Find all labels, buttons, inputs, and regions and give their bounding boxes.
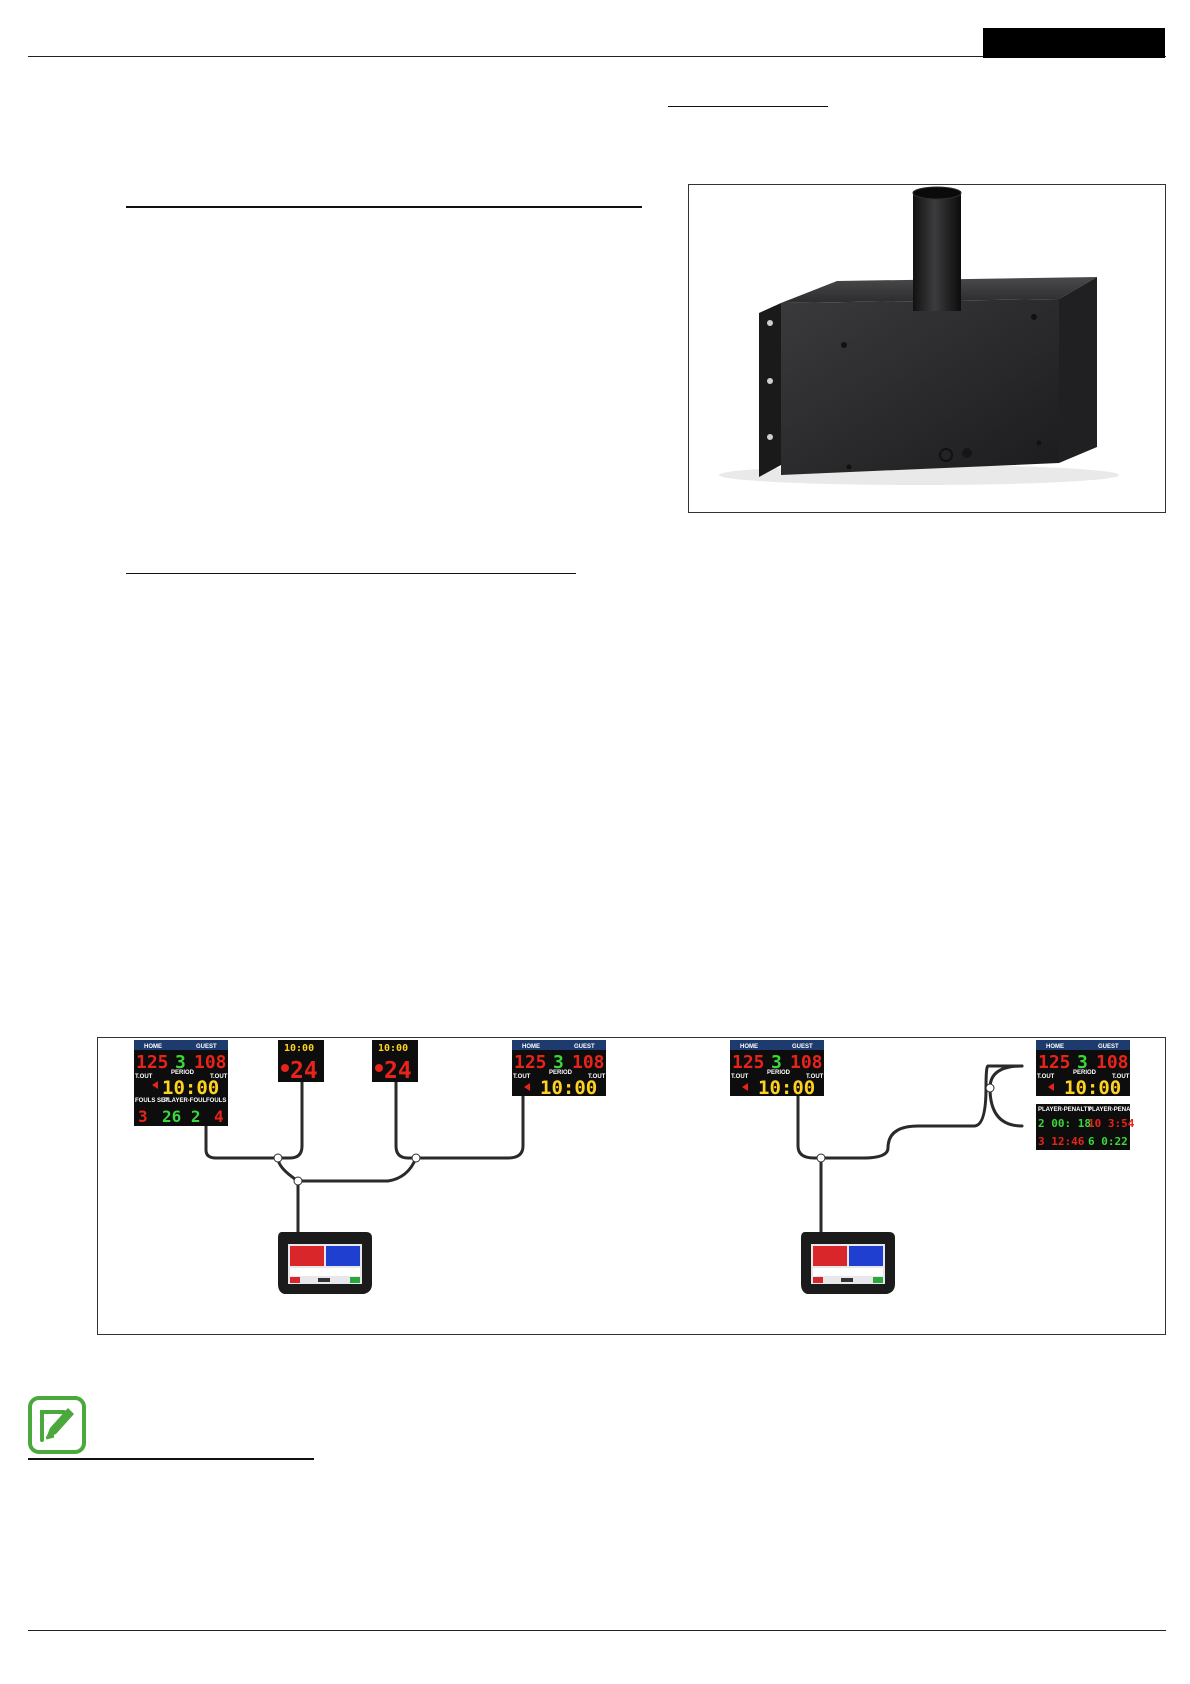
player-foul-label: PLAYER-FOUL xyxy=(164,1098,206,1104)
mounting-box-image xyxy=(719,186,1119,485)
tout-label-right: T.OUT xyxy=(210,1074,228,1080)
guest-label: GUEST xyxy=(792,1044,813,1050)
period-value: 3 xyxy=(1077,1052,1088,1073)
player-foul-value: 26 2 xyxy=(162,1107,201,1126)
tout-label-left: T.OUT xyxy=(1037,1074,1055,1080)
scoreboard-basketball-fouls: HOME GUEST 125 3 108 PERIOD T.OUT T.OUT … xyxy=(134,1040,240,1126)
game-clock: 10:00 xyxy=(162,1077,219,1099)
period-label: PERIOD xyxy=(171,1070,195,1076)
period-label: PERIOD xyxy=(767,1070,791,1076)
home-score: 125 xyxy=(136,1052,169,1073)
period-value: 3 xyxy=(771,1052,782,1073)
period-label: PERIOD xyxy=(549,1070,573,1076)
fouls-set-left: FOULS SET xyxy=(135,1098,169,1104)
home-score: 125 xyxy=(732,1052,765,1073)
diagram-svg: HOME GUEST 125 3 108 PERIOD T.OUT T.OUT … xyxy=(134,1040,1141,1294)
guest-label: GUEST xyxy=(574,1044,595,1050)
shot-clock-1: 10:00 24 xyxy=(278,1040,324,1084)
shot-clock-1-time: 10:00 xyxy=(284,1043,314,1054)
control-console-2 xyxy=(801,1232,895,1294)
game-clock: 10:00 xyxy=(1064,1077,1121,1099)
home-label: HOME xyxy=(522,1044,540,1050)
header-rule xyxy=(28,56,1166,57)
penalty-row2-left: 3 12:46 xyxy=(1038,1135,1085,1148)
shot-clock-2-time: 10:00 xyxy=(378,1043,408,1054)
heading-underline-right xyxy=(668,106,828,107)
shot-clock-2-value: 24 xyxy=(384,1058,412,1084)
home-label: HOME xyxy=(1046,1044,1064,1050)
shot-clock-2: 10:00 24 xyxy=(372,1040,418,1084)
guest-score: 108 xyxy=(790,1052,823,1073)
scoreboard-basic-3: HOME GUEST 125 3 108 PERIOD T.OUT T.OUT … xyxy=(1036,1040,1130,1099)
period-label: PERIOD xyxy=(1073,1070,1097,1076)
product-photo-frame xyxy=(688,184,1166,513)
scoreboard-basic-2: HOME GUEST 125 3 108 PERIOD T.OUT T.OUT … xyxy=(730,1040,824,1099)
penalty-label-right: PLAYER-PENALTY xyxy=(1088,1107,1141,1113)
header-black-tab xyxy=(983,28,1165,58)
connection-diagram: HOME GUEST 125 3 108 PERIOD T.OUT T.OUT … xyxy=(97,1037,1166,1335)
shot-clock-1-value: 24 xyxy=(290,1058,318,1084)
penalty-label-left: PLAYER-PENALTY xyxy=(1038,1107,1091,1113)
period-value: 3 xyxy=(553,1052,564,1073)
home-label: HOME xyxy=(144,1044,162,1050)
penalty-row1-left: 2 00: 18 xyxy=(1038,1117,1091,1130)
penalty-board: PLAYER-PENALTY PLAYER-PENALTY 2 00: 18 1… xyxy=(1036,1104,1141,1150)
tout-label-right: T.OUT xyxy=(806,1074,824,1080)
home-score: 125 xyxy=(514,1052,547,1073)
footer-rule xyxy=(28,1630,1166,1631)
tout-label-right: T.OUT xyxy=(1112,1074,1130,1080)
tout-label-left: T.OUT xyxy=(513,1074,531,1080)
fouls-set-right: FOULS SET xyxy=(206,1098,240,1104)
penalty-row1-right: 10 3:54 xyxy=(1088,1117,1135,1130)
note-pencil-icon xyxy=(28,1396,86,1454)
tout-label-left: T.OUT xyxy=(135,1074,153,1080)
guest-score: 108 xyxy=(194,1052,227,1073)
guest-score: 108 xyxy=(572,1052,605,1073)
guest-label: GUEST xyxy=(1098,1044,1119,1050)
game-clock: 10:00 xyxy=(540,1077,597,1099)
home-score: 125 xyxy=(1038,1052,1071,1073)
control-console-1 xyxy=(278,1232,372,1294)
scoreboard-basic-1: HOME GUEST 125 3 108 PERIOD T.OUT T.OUT … xyxy=(512,1040,606,1099)
home-fouls: 3 xyxy=(138,1107,148,1126)
tout-label-left: T.OUT xyxy=(731,1074,749,1080)
heading-underline-2 xyxy=(126,573,576,574)
tout-label-right: T.OUT xyxy=(588,1074,606,1080)
period-value: 3 xyxy=(175,1052,186,1073)
note-heading-underline xyxy=(28,1458,314,1460)
heading-underline-1 xyxy=(126,206,642,208)
guest-fouls: 4 xyxy=(214,1107,224,1126)
game-clock: 10:00 xyxy=(758,1077,815,1099)
guest-label: GUEST xyxy=(196,1044,217,1050)
penalty-row2-right: 6 0:22 xyxy=(1088,1135,1128,1148)
guest-score: 108 xyxy=(1096,1052,1129,1073)
home-label: HOME xyxy=(740,1044,758,1050)
